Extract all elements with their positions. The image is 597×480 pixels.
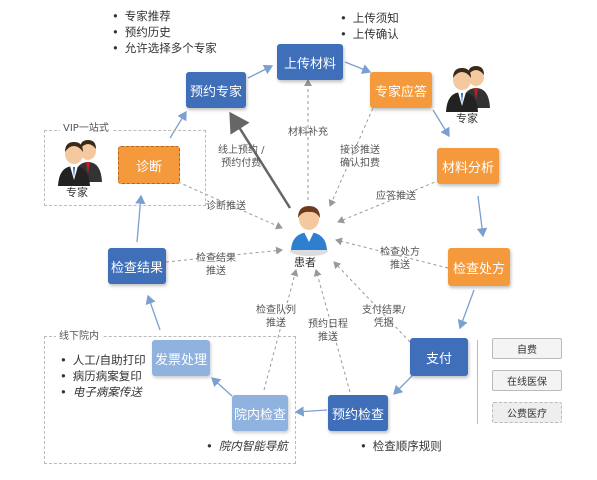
- expert-label-right: 专家: [456, 112, 478, 125]
- hospital-check-note: 院内智能导航: [206, 438, 288, 454]
- node-results[interactable]: 检查结果: [108, 248, 166, 284]
- node-analysis[interactable]: 材料分析: [437, 148, 499, 184]
- node-invoice[interactable]: 发票处理: [152, 340, 210, 376]
- vip-group: [44, 130, 206, 206]
- online-booking-arrow: [229, 111, 292, 209]
- vip-group-label: VIP一站式: [60, 122, 112, 135]
- push-arrows: [165, 79, 449, 393]
- node-diagnosis[interactable]: 诊断: [118, 146, 180, 184]
- node-payment[interactable]: 支付: [410, 338, 468, 376]
- offline-group-label: 线下院内: [56, 330, 102, 343]
- offline-group: [44, 336, 296, 464]
- node-booking[interactable]: 预约专家: [186, 72, 246, 108]
- booking-notes: 专家推荐 预约历史 允许选择多个专家: [112, 8, 217, 56]
- node-expert-reply[interactable]: 专家应答: [370, 72, 432, 108]
- edge-label-reply-push: 应答推送: [376, 191, 416, 202]
- edge-label-diag-push: 诊断推送: [206, 201, 246, 212]
- edge-label-queue-push: 检查队列 推送: [256, 305, 296, 329]
- edge-label-supplement: 材料补充: [288, 127, 328, 138]
- expert-icon: [58, 140, 102, 186]
- patient-icon: [290, 206, 328, 256]
- edge-label-online-booking: 线上预约 / 预约付费: [218, 145, 265, 169]
- payment-option-insurance[interactable]: 在线医保: [492, 370, 562, 391]
- cycle-arrows: [135, 61, 488, 417]
- edge-label-rx-push: 检查处方 推送: [380, 247, 420, 271]
- expert-label-left: 专家: [66, 186, 88, 199]
- scheduled-check-note: 检查顺序规则: [360, 438, 442, 454]
- payment-option-self[interactable]: 自费: [492, 338, 562, 359]
- invoice-notes: 人工/自助打印 病历病案复印 电子病案传送: [60, 352, 146, 400]
- edge-label-schedule-push: 预约日程 推送: [308, 319, 348, 343]
- payment-option-public[interactable]: 公费医疗: [492, 402, 562, 423]
- node-scheduled-check[interactable]: 预约检查: [328, 395, 388, 431]
- expert-icon: [446, 66, 490, 112]
- edge-label-consult-confirm: 接诊推送 确认扣费: [340, 145, 380, 169]
- edge-label-pay-result: 支付结果/ 凭据: [362, 305, 406, 329]
- node-hospital-check[interactable]: 院内检查: [232, 395, 288, 431]
- payment-options-bracket: [477, 340, 478, 424]
- edge-label-result-push: 检查结果 推送: [196, 253, 236, 277]
- upload-notes: 上传须知 上传确认: [340, 10, 399, 42]
- node-upload[interactable]: 上传材料: [277, 44, 343, 80]
- patient-label: 患者: [294, 256, 316, 269]
- node-prescription[interactable]: 检查处方: [448, 248, 510, 286]
